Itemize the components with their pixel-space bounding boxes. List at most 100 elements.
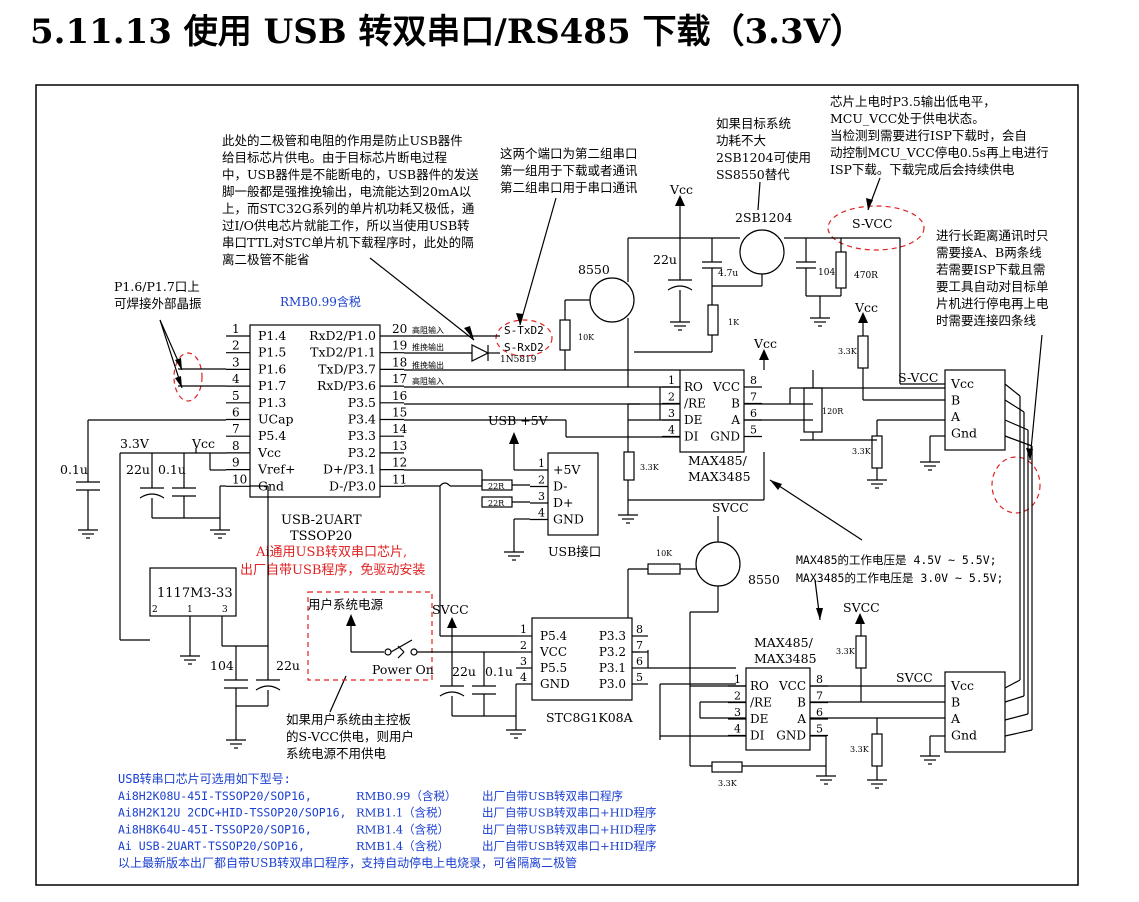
note-crystal: P1.6/P1.7口上 可焊接外部晶振	[114, 279, 202, 311]
r33k-label: 3.3K	[852, 447, 872, 456]
pin-name: P1.6	[258, 361, 286, 376]
usb-2uart-chip	[249, 324, 381, 498]
resistor-3k3	[855, 635, 867, 669]
mcu-label: STC8G1K08A	[546, 710, 634, 725]
model-name: Ai USB-2UART-TSSOP20/SOP16,	[118, 839, 305, 853]
pin-name: D+/P3.1	[323, 462, 376, 477]
u1-package: TSSOP20	[290, 529, 352, 544]
note-diode-line: 脚一般都是强推挽输出，电流能达到20mA以	[222, 184, 472, 199]
user-power-label: 用户系统电源	[308, 597, 384, 612]
note-ports-line: 第二组串口用于串口通讯	[500, 180, 638, 195]
note-ports-line: 第一组用于下载或者通讯	[500, 163, 638, 178]
q8550-label: 8550	[748, 572, 780, 587]
pin-number: 20	[392, 322, 407, 336]
note-target-line: 如果目标系统	[716, 116, 791, 131]
models-heading: USB转串口芯片可选用如下型号:	[118, 771, 291, 786]
power-arrow	[346, 614, 356, 626]
cap-22u-label: 22u	[126, 462, 150, 477]
pin-number: 2	[520, 639, 527, 652]
v33-label: 3.3V	[120, 436, 150, 451]
diode-label: 1N5819	[500, 355, 537, 365]
pin-number: 10	[232, 472, 247, 486]
pin-name: DI	[684, 430, 699, 444]
pin-name: DE	[684, 413, 702, 427]
r33k-label: 3.3K	[640, 463, 660, 472]
r470-label: 470R	[854, 271, 878, 281]
connector-pin: Vcc	[950, 678, 974, 693]
pin-number: 3	[232, 355, 240, 369]
model-price: RMB1.4（含税）	[356, 822, 449, 836]
pin-number: 2	[734, 690, 741, 703]
note-diode-line: 串口TTL对STC单片机下载程序时，此处的隔	[222, 235, 474, 250]
pin-name: P1.5	[258, 345, 286, 360]
model-name: Ai8H2K08U-45I-TSSOP20/SOP16,	[118, 789, 312, 803]
pin-number: 13	[392, 439, 407, 453]
power-on-label: Power On	[372, 662, 434, 677]
usb5v-label: USB +5V	[488, 413, 549, 428]
connector-pin: A	[950, 409, 961, 424]
schematic-frame	[35, 84, 1079, 886]
model-price: RMB1.1（含税）	[356, 806, 449, 820]
pin-name: VCC	[778, 679, 806, 693]
pin-number: 2	[538, 474, 545, 487]
svcc-highlight	[827, 205, 925, 251]
pin-name: D+	[553, 495, 574, 510]
svcc-label: SVCC	[432, 602, 469, 617]
pin-number: 7	[816, 690, 823, 703]
push-pull-label: 推挽输出	[412, 360, 444, 370]
pin-name: P5.4	[258, 428, 286, 443]
note-ports: 这两个端口为第二组串口 第一组用于下载或者通讯 第二组串口用于串口通讯	[500, 146, 638, 195]
power-arrow	[855, 613, 865, 624]
note-diode-line: 此处的二极管和电阻的作用是防止USB器件	[222, 133, 463, 148]
pin-number: 1	[520, 623, 527, 636]
pin-number: 14	[392, 422, 408, 436]
pin-number: 8	[636, 623, 643, 636]
pin-name: UCap	[258, 412, 294, 427]
pin-number: 4	[232, 372, 240, 386]
max-voltage-note: MAX485的工作电压是 4.5V ~ 5.5V;	[796, 553, 997, 567]
page-title: 5.11.13 使用 USB 转双串口/RS485 下载（3.3V）	[30, 12, 864, 52]
pin-name: RO	[750, 679, 769, 693]
pin-name: DE	[750, 712, 768, 726]
pin-number: 15	[392, 406, 407, 420]
power-arrow	[447, 617, 457, 628]
txd2-highlight	[495, 319, 553, 357]
left-power-wiring	[76, 419, 226, 641]
pin-name: B	[731, 397, 740, 411]
q2sb-label: 2SB1204	[735, 210, 793, 225]
svcc-label: SVCC	[712, 500, 749, 515]
top-power-wiring	[564, 206, 945, 387]
connector-links	[1004, 383, 1033, 737]
pin-number: 3	[520, 655, 527, 668]
note-target: 如果目标系统 功耗不大 2SB1204可使用 SS8550替代	[716, 116, 811, 182]
pin-name: P5.4	[540, 629, 568, 643]
pin-number: 6	[816, 706, 823, 719]
hi-z-label: 高阻输入	[412, 376, 444, 386]
s-vcc-label: S-VCC	[852, 216, 893, 231]
pin-number: 11	[392, 472, 407, 486]
note-long-line: 若需要ISP下载且需	[936, 262, 1045, 277]
pin-name: RxD/P3.6	[317, 378, 376, 393]
hi-z-label: 高阻输入	[412, 325, 444, 335]
note-long-line: 进行长距离通讯时只	[936, 228, 1049, 243]
user-power-note: 如果用户系统由主控板 的S-VCC供电，则用户 系统电源不用供电	[286, 712, 414, 761]
resistor-10k	[647, 563, 681, 575]
model-name: Ai8H8K64U-45I-TSSOP20/SOP16,	[118, 822, 312, 836]
pin-number: 1	[668, 374, 675, 387]
r10k-label: 10K	[656, 549, 673, 558]
note-long-line: 时需要连接四条线	[936, 313, 1037, 328]
crystal-highlight	[173, 352, 203, 402]
connector-pin: A	[950, 711, 961, 726]
transistor-2sb1204	[739, 229, 785, 275]
model-desc: 出厂自带USB转双串口程序	[482, 789, 623, 803]
pin-number: 4	[734, 723, 741, 736]
pin-name: P3.1	[599, 661, 626, 675]
s-rxd2-label: S-RxD2	[504, 341, 544, 354]
model-price: RMB1.4（含税）	[356, 839, 449, 853]
resistor-120r	[803, 387, 823, 433]
pin-number: 6	[750, 407, 757, 420]
model-desc: 出厂自带USB转双串口+HID程序	[482, 839, 656, 853]
max485-chip-2	[745, 667, 811, 751]
